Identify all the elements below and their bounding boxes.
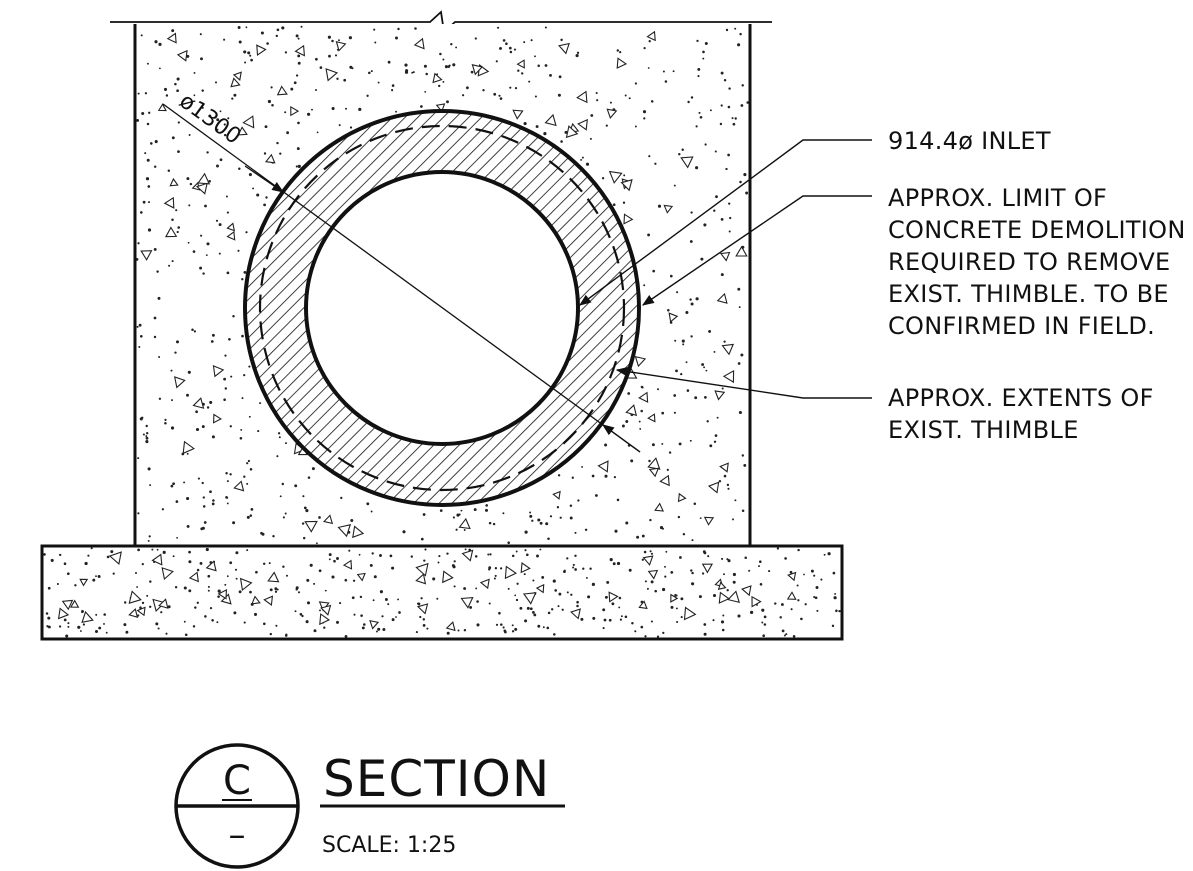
leader-demolition xyxy=(642,195,872,306)
callout-thimble: APPROX. EXTENTS OF EXIST. THIMBLE xyxy=(888,384,1154,444)
thimble-outer-edge xyxy=(243,109,641,507)
callout-demolition: APPROX. LIMIT OF CONCRETE DEMOLITION REQ… xyxy=(888,184,1186,340)
callout-demolition-line-3: REQUIRED TO REMOVE xyxy=(888,248,1171,276)
concrete-footing xyxy=(40,544,844,641)
section-marker: C – xyxy=(174,743,300,869)
callout-demolition-line-2: CONCRETE DEMOLITION xyxy=(888,216,1186,244)
callout-demolition-line-1: APPROX. LIMIT OF xyxy=(888,184,1107,212)
section-title: SECTION xyxy=(323,750,550,808)
callout-thimble-line-1: APPROX. EXTENTS OF xyxy=(888,384,1154,412)
callout-inlet: 914.4ø INLET xyxy=(888,127,1051,155)
leader-inlet xyxy=(579,139,872,306)
callout-inlet-line-1: 914.4ø INLET xyxy=(888,127,1051,155)
break-line xyxy=(110,10,772,34)
exist-thimble xyxy=(244,110,640,506)
footing-aggregate-stipple xyxy=(43,547,841,638)
callout-demolition-line-4: EXIST. THIMBLE. TO BE xyxy=(888,280,1169,308)
demolition-limit-dashed xyxy=(258,124,626,492)
wall-aggregate-stipple xyxy=(135,25,749,545)
section-marker-sheet: – xyxy=(229,815,246,855)
scale-label: SCALE: 1:25 xyxy=(322,833,456,858)
leader-thimble xyxy=(615,366,872,399)
callout-thimble-line-2: EXIST. THIMBLE xyxy=(888,416,1079,444)
section-marker-letter: C xyxy=(223,758,251,804)
callout-demolition-line-5: CONFIRMED IN FIELD. xyxy=(888,312,1155,340)
